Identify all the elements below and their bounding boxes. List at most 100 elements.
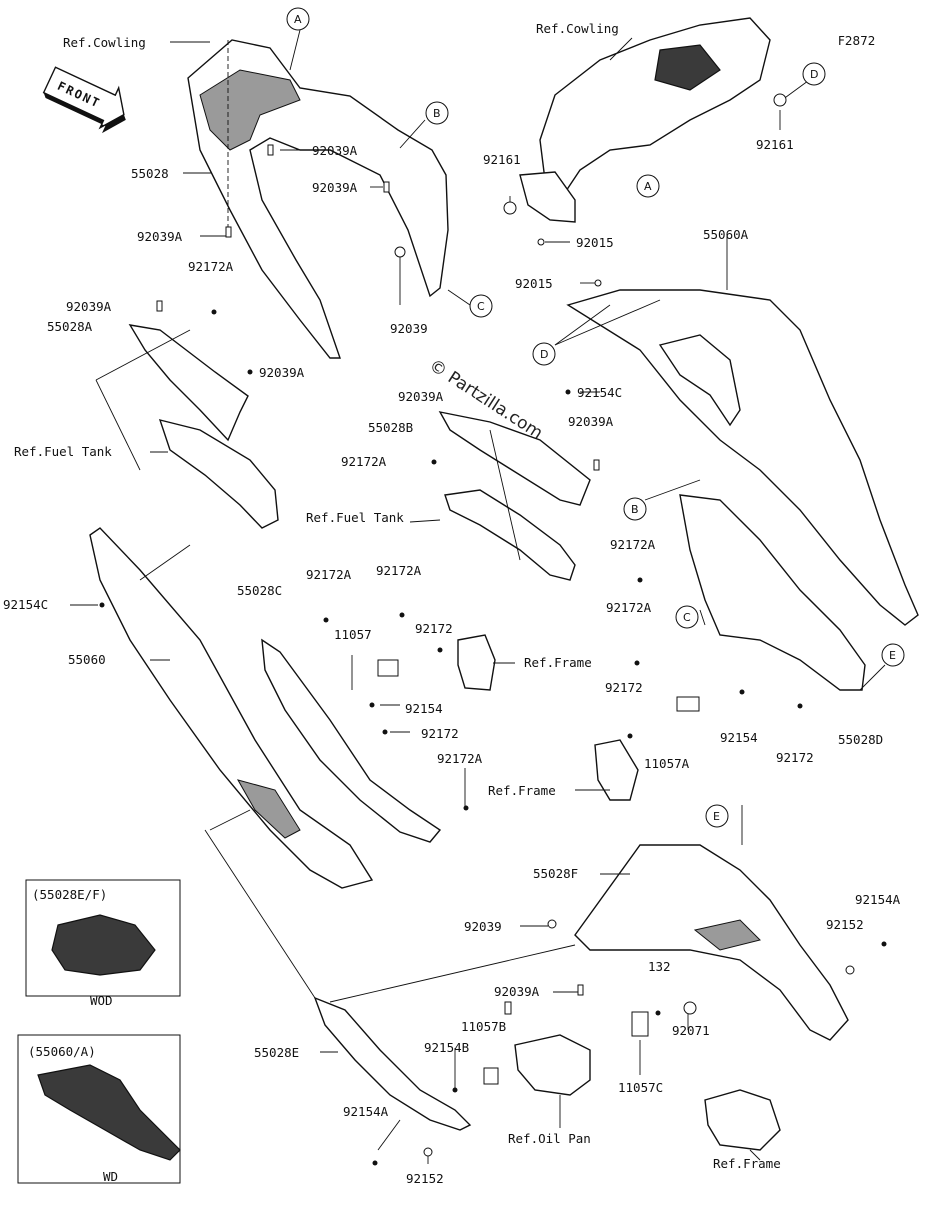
label-92172-1: 92172: [415, 621, 453, 636]
label-92154-1: 92154: [405, 701, 443, 716]
callout-circle-d-1: D: [802, 62, 826, 86]
oil-pan-shape: [514, 1034, 591, 1096]
panel-55028E-shape: [313, 996, 472, 1131]
label-55060: 55060: [68, 652, 106, 667]
label-92172A-1: 92172A: [188, 259, 234, 274]
label-92154A-1: 92154A: [855, 892, 901, 907]
label-92172-4: 92172: [776, 750, 814, 765]
front-arrow-icon: FRONT: [42, 66, 126, 134]
label-11057A: 11057A: [644, 756, 690, 771]
callout-a-label: A: [294, 13, 302, 26]
label-ref-fuel-tank-2: Ref.Fuel Tank: [306, 510, 404, 525]
label-ref-frame-3: Ref.Frame: [713, 1156, 781, 1171]
label-92015-1: 92015: [576, 235, 614, 250]
label-ref-frame-2: Ref.Frame: [488, 783, 556, 798]
label-92172A-4: 92172A: [376, 563, 422, 578]
callout-d-label: D: [810, 68, 818, 81]
label-92152-2: 92152: [406, 1171, 444, 1186]
label-92039A-6: 92039A: [398, 389, 444, 404]
label-ref-cowling-right: Ref.Cowling: [536, 21, 619, 36]
label-92039A-8: 92039A: [494, 984, 540, 999]
fuel-tank-bracket-center: [444, 489, 576, 581]
callout-c-label: C: [477, 300, 485, 313]
callout-e2-label: E: [713, 810, 720, 823]
label-55028D: 55028D: [838, 732, 883, 747]
callout-circle-e-1: E: [881, 643, 905, 667]
callout-circle-e-2: E: [705, 804, 729, 828]
side-panel-55060A-shape: [566, 289, 919, 626]
label-55028B: 55028B: [368, 420, 413, 435]
label-92039A-4: 92039A: [66, 299, 112, 314]
panel-55028B-shape: [438, 411, 591, 506]
figure-id: F2872: [838, 34, 875, 48]
label-92152-1: 92152: [826, 917, 864, 932]
label-ref-oil-pan: Ref.Oil Pan: [508, 1131, 591, 1146]
label-ref-fuel-tank-1: Ref.Fuel Tank: [14, 444, 112, 459]
panel-55028A-shape: [128, 324, 249, 442]
cowling-right-top: [539, 17, 771, 202]
label-92039A-2: 92039A: [312, 180, 358, 195]
label-92154-2: 92154: [720, 730, 758, 745]
cowling-right-top-detail: [654, 44, 721, 91]
label-92039-1: 92039: [390, 321, 428, 336]
frame-piece-1: [457, 634, 496, 691]
panel-55028D-shape: [679, 494, 866, 691]
frame-piece-3: [704, 1089, 781, 1151]
label-132: 132: [648, 959, 671, 974]
callout-c2-label: C: [683, 611, 691, 624]
fasteners: [99, 93, 887, 1166]
label-92015-2: 92015: [515, 276, 553, 291]
label-92154C-1: 92154C: [577, 385, 622, 400]
cowl-55028-inner: [199, 69, 301, 151]
label-11057: 11057: [334, 627, 372, 642]
label-92172-2: 92172: [421, 726, 459, 741]
label-92172A-5: 92172A: [437, 751, 483, 766]
label-92172A-7: 92172A: [606, 600, 652, 615]
callout-circle-c-1: C: [469, 294, 493, 318]
callout-b2-label: B: [631, 503, 639, 516]
variant-2-label: (55060/A): [28, 1044, 96, 1059]
label-55028E: 55028E: [254, 1045, 299, 1060]
variant-2-part-icon: [37, 1064, 181, 1161]
label-92039A-1: 92039A: [312, 143, 358, 158]
label-55060A: 55060A: [703, 227, 749, 242]
label-92039-2: 92039: [464, 919, 502, 934]
fuel-tank-bracket-left: [158, 419, 279, 529]
label-92172-3: 92172: [605, 680, 643, 695]
callout-e-label: E: [889, 649, 896, 662]
label-92039A-5: 92039A: [259, 365, 305, 380]
panel-55028C-shape: [261, 638, 442, 843]
label-11057C: 11057C: [618, 1080, 663, 1095]
label-92161-right: 92161: [756, 137, 794, 152]
variant-1-caption: WOD: [90, 993, 113, 1008]
frame-piece-2: [594, 739, 639, 801]
callout-circle-b-1: B: [425, 101, 449, 125]
panel-55028F-vent: [693, 919, 761, 951]
label-55028C: 55028C: [237, 583, 282, 598]
callout-circle-c-2: C: [675, 605, 699, 629]
label-92172A-2: 92172A: [341, 454, 387, 469]
leader-lines: [70, 29, 886, 1164]
callout-circle-a-2: A: [636, 174, 660, 198]
variant-1-part-icon: [51, 914, 156, 976]
callout-circle-b-2: B: [623, 497, 647, 521]
label-92071: 92071: [672, 1023, 710, 1038]
side-panel-55060-shape: [89, 527, 374, 889]
label-ref-frame-1: Ref.Frame: [524, 655, 592, 670]
callout-d2-label: D: [540, 348, 548, 361]
variant-1-label: (55028E/F): [32, 887, 107, 902]
callout-circle-a-1: A: [286, 7, 310, 31]
cowling-right-bracket: [519, 171, 576, 223]
label-92039A-7: 92039A: [568, 414, 614, 429]
label-92172A-3: 92172A: [306, 567, 352, 582]
callout-a2-label: A: [644, 180, 652, 193]
label-11057B: 11057B: [461, 1019, 506, 1034]
callout-b-label: B: [433, 107, 441, 120]
label-92154B: 92154B: [424, 1040, 469, 1055]
variant-2-caption: WD: [103, 1169, 118, 1184]
side-panel-55060-vent: [236, 779, 301, 839]
side-panel-55060A-vent: [658, 334, 741, 427]
callout-circle-d-2: D: [532, 342, 556, 366]
